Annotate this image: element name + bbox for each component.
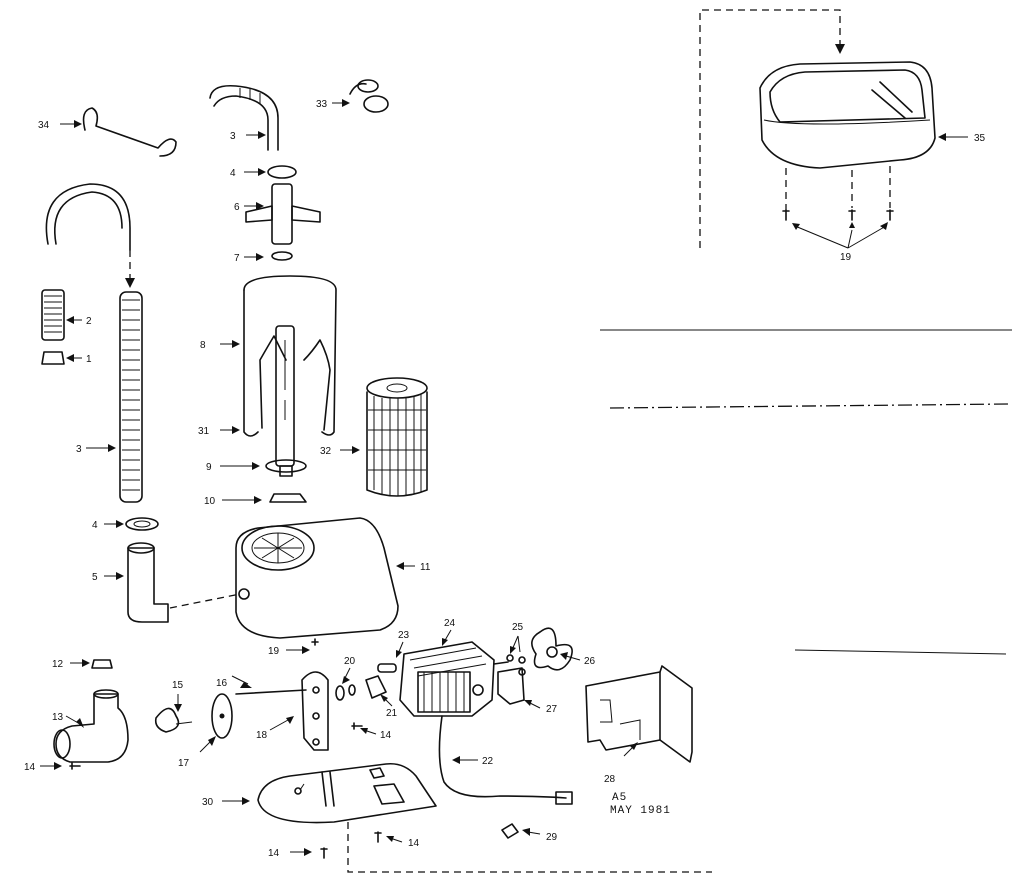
bottom-dashed-link	[347, 822, 712, 873]
callout-26: 26	[584, 656, 596, 667]
callout-11: 11	[420, 562, 431, 573]
callout-35: 35	[974, 133, 986, 144]
part-4-collar-upper	[244, 165, 297, 179]
part-28-motor-cover	[585, 665, 693, 763]
reference-lines	[600, 329, 1012, 655]
stamp-date: MAY 1981	[610, 805, 671, 817]
part-7-washer	[244, 251, 293, 261]
part-30-base-plate	[222, 762, 437, 824]
part-4-collar-lower	[104, 517, 159, 531]
part-18-bracket	[269, 671, 329, 751]
callout-9: 9	[206, 462, 212, 473]
part-26-fan-blade	[531, 627, 581, 671]
part-10-gasket	[222, 493, 307, 504]
callout-2: 2	[86, 316, 92, 327]
part-27-motor-bracket	[497, 667, 541, 709]
part-29-clip	[501, 823, 541, 839]
callout-19: 19	[268, 646, 280, 657]
part-14-screws-base	[290, 831, 403, 859]
screws-19-inset	[782, 209, 894, 249]
callout-16: 16	[216, 678, 228, 689]
part-23-bushing	[377, 641, 404, 673]
callout-14: 14	[24, 762, 36, 773]
part-6-cross-fitting	[244, 183, 321, 245]
callout-5: 5	[92, 572, 98, 583]
part-9-standpipe	[220, 325, 307, 477]
stamp-code: A5	[612, 792, 627, 804]
callout-34: 34	[38, 120, 50, 131]
callout-7: 7	[234, 253, 240, 264]
part-34-wire-clip	[60, 107, 177, 157]
callout-4: 4	[92, 520, 98, 531]
inset-frame	[699, 9, 845, 248]
part-35-cover	[759, 61, 936, 169]
callout-31: 31	[198, 426, 210, 437]
callout-3: 3	[76, 444, 82, 455]
part-24-motor	[399, 629, 509, 717]
part-15-impeller	[154, 694, 193, 733]
callout-33: 33	[316, 99, 328, 110]
callout-10: 10	[204, 496, 216, 507]
part-33-cap-chain	[332, 79, 389, 113]
part-21-fan-hub	[365, 675, 393, 707]
part-5-elbow-tube	[104, 542, 241, 623]
callout-17: 17	[178, 758, 190, 769]
part-12-nut	[70, 659, 113, 669]
part-11-base-housing	[235, 517, 415, 639]
callout-28: 28	[604, 774, 616, 785]
part-2-filter-sleeve	[41, 289, 82, 341]
part-1-cap	[41, 351, 82, 365]
callout-20: 20	[344, 656, 356, 667]
part-22-power-cord	[438, 715, 573, 805]
callout-30: 30	[202, 797, 214, 808]
callout-4: 4	[230, 168, 236, 179]
inset-dashes-19	[785, 166, 891, 210]
callout-21: 21	[386, 708, 398, 719]
callout-15: 15	[172, 680, 184, 691]
part-16-shaft	[231, 675, 307, 695]
callout-3: 3	[230, 131, 236, 142]
callout-1: 1	[86, 354, 92, 365]
callout-14: 14	[408, 838, 420, 849]
callout-23: 23	[398, 630, 410, 641]
callout-27: 27	[546, 704, 558, 715]
callout-8: 8	[200, 340, 206, 351]
callout-12: 12	[52, 659, 64, 670]
part-13-pump-housing	[53, 689, 129, 763]
part-14-screw-pump	[40, 762, 81, 770]
callout-labels: 1 2 3 3 4 4 5 6 7 8 9 10 11 12 13 14 14 …	[24, 99, 986, 859]
callout-22: 22	[482, 756, 494, 767]
callout-25: 25	[512, 622, 524, 633]
callout-6: 6	[234, 202, 240, 213]
callout-24: 24	[444, 618, 456, 629]
part-20-washers	[335, 667, 356, 701]
part-32-filter-cartridge	[340, 377, 428, 497]
part-8-bowl	[220, 275, 337, 437]
callout-29: 29	[546, 832, 558, 843]
part-3-short-hose	[209, 84, 279, 151]
callout-18: 18	[256, 730, 268, 741]
callout-32: 32	[320, 446, 332, 457]
callout-14: 14	[380, 730, 392, 741]
leader-35	[938, 133, 968, 141]
revision-stamp: A5 MAY 1981	[610, 792, 671, 817]
callout-14: 14	[268, 848, 280, 859]
part-14-screw-center	[351, 722, 377, 735]
callout-19: 19	[840, 252, 852, 263]
callout-13: 13	[52, 712, 64, 723]
part-17-slinger-disc	[199, 693, 233, 753]
part-3-long-hose	[45, 183, 143, 503]
screw-19-base	[286, 638, 319, 654]
